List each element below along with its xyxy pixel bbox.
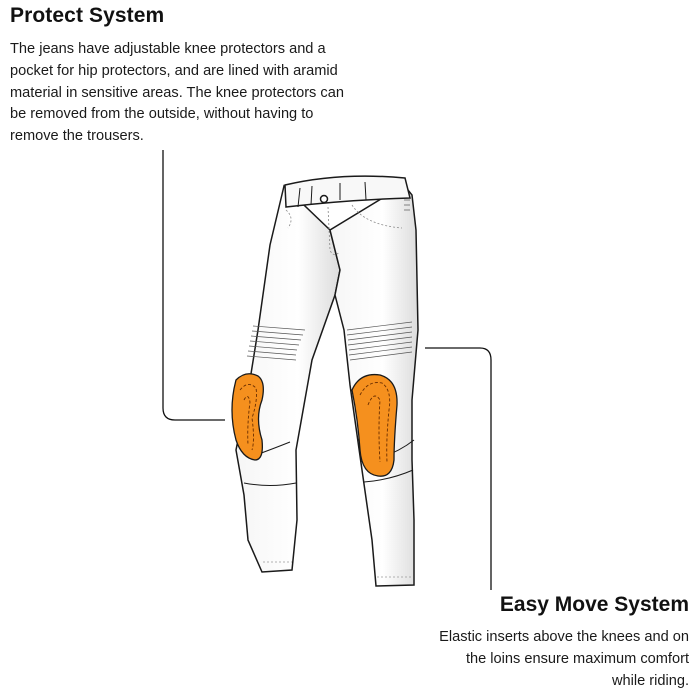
protect-system-title: Protect System [10,4,165,27]
hip-elastic-insert [404,199,410,211]
waistband-icon [284,175,411,208]
protect-system-description: The jeans have adjustable knee protector… [10,41,344,145]
easy-move-connector-line [425,347,492,590]
easy-move-system-title: Easy Move System [499,593,689,616]
easy-move-system-description: Elastic inserts above the knees and on t… [439,629,689,689]
right-knee-protector-icon [351,373,398,477]
left-elastic-insert [246,325,306,361]
left-knee-protector-icon [231,373,264,461]
protect-connector-line [162,150,225,421]
right-elastic-insert [346,321,413,361]
